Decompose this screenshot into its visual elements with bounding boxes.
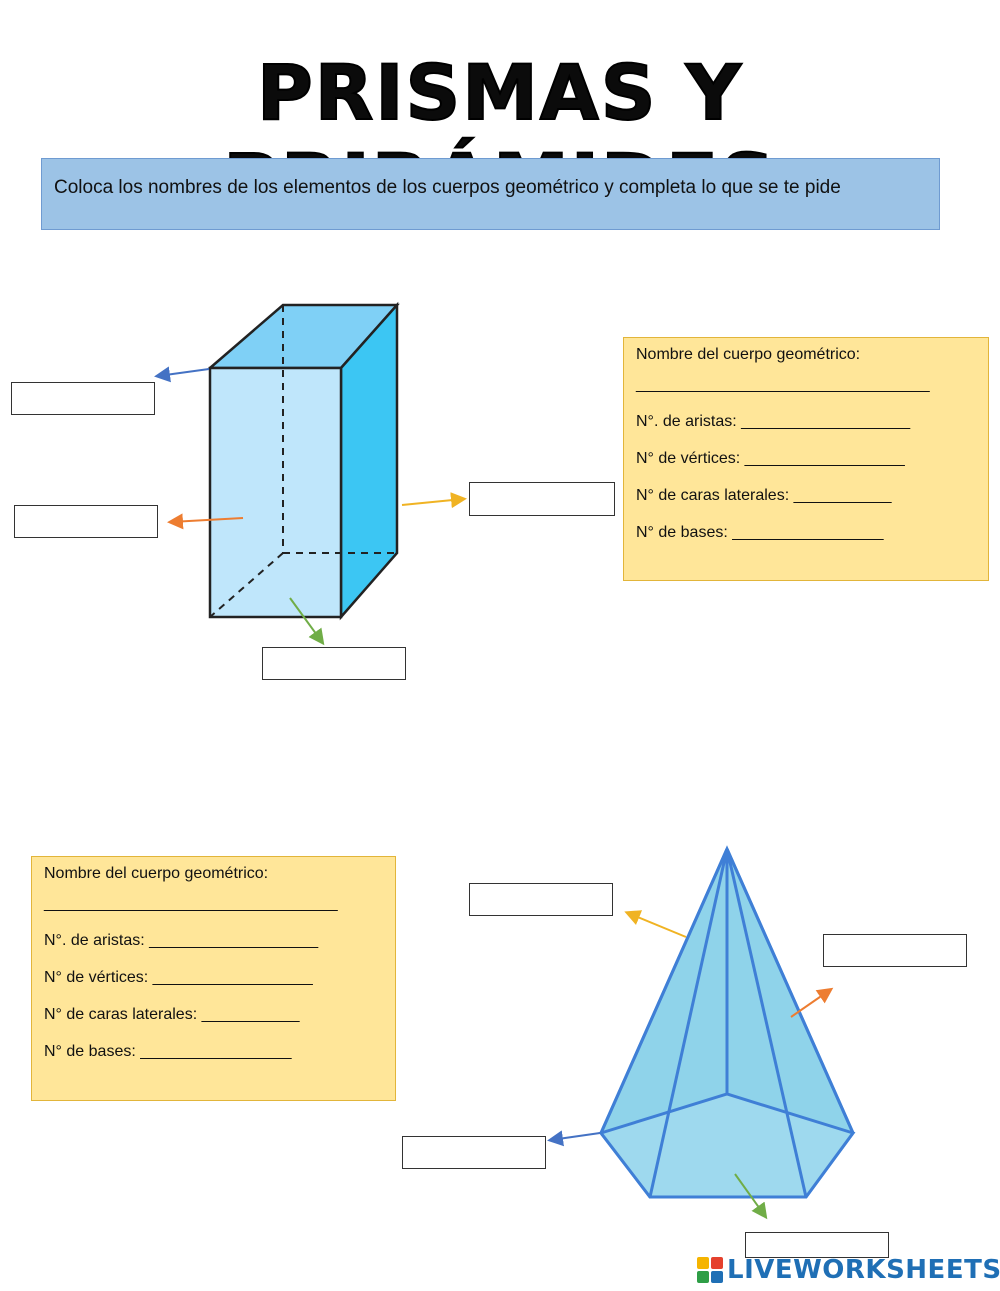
- instructions-text: Coloca los nombres de los elementos de l…: [54, 177, 841, 198]
- logo-square: [711, 1257, 723, 1269]
- logo-square: [697, 1257, 709, 1269]
- card-line-name-label: Nombre del cuerpo geométrico:: [44, 865, 269, 882]
- info-card-pyramid: Nombre del cuerpo geométrico: __________…: [31, 856, 396, 1101]
- answer-box-pyramid-base[interactable]: [745, 1232, 889, 1258]
- answer-box-pyramid-face[interactable]: [823, 934, 967, 967]
- answer-box-pyramid-vertex[interactable]: [402, 1136, 546, 1169]
- logo-square: [697, 1271, 709, 1283]
- card-line-lateral-faces[interactable]: N° de caras laterales: ___________: [44, 1006, 300, 1023]
- info-card-prism: Nombre del cuerpo geométrico: __________…: [623, 337, 989, 581]
- pyramid-figure: [598, 845, 856, 1199]
- arrow-green: [289, 597, 325, 646]
- arrow-blue: [154, 366, 210, 383]
- arrow-orange: [790, 987, 834, 1018]
- liveworksheets-logo: LIVEWORKSHEETS: [697, 1255, 1000, 1285]
- card-line-edges[interactable]: N°. de aristas: ___________________: [44, 932, 319, 949]
- logo-text: LIVEWORKSHEETS: [727, 1255, 1000, 1285]
- logo-mark-icon: [697, 1257, 723, 1283]
- answer-box-pyramid-edge[interactable]: [469, 883, 613, 916]
- arrow-orange: [167, 513, 244, 530]
- card-line-vertices[interactable]: N° de vértices: __________________: [44, 969, 313, 986]
- card-line-name-blank[interactable]: _________________________________: [636, 376, 930, 393]
- arrow-green: [734, 1173, 768, 1220]
- card-line-bases[interactable]: N° de bases: _________________: [636, 524, 884, 541]
- answer-box-prism-vertex[interactable]: [262, 647, 406, 680]
- card-line-name-label: Nombre del cuerpo geométrico:: [636, 346, 861, 363]
- instructions-banner: Coloca los nombres de los elementos de l…: [41, 158, 940, 230]
- prism-hidden-edge: [209, 552, 284, 618]
- prism-front-face: [208, 366, 343, 619]
- arrow-blue: [547, 1130, 601, 1147]
- arrow-yellow: [401, 492, 467, 509]
- answer-box-prism-edge[interactable]: [469, 482, 615, 516]
- card-line-vertices[interactable]: N° de vértices: __________________: [636, 450, 905, 467]
- card-line-edges[interactable]: N°. de aristas: ___________________: [636, 413, 911, 430]
- card-line-lateral-faces[interactable]: N° de caras laterales: ___________: [636, 487, 892, 504]
- answer-box-prism-face[interactable]: [14, 505, 158, 538]
- card-line-name-blank[interactable]: _________________________________: [44, 895, 338, 912]
- card-line-bases[interactable]: N° de bases: _________________: [44, 1043, 292, 1060]
- arrow-yellow: [624, 910, 687, 938]
- answer-box-prism-top[interactable]: [11, 382, 155, 415]
- logo-square: [711, 1271, 723, 1283]
